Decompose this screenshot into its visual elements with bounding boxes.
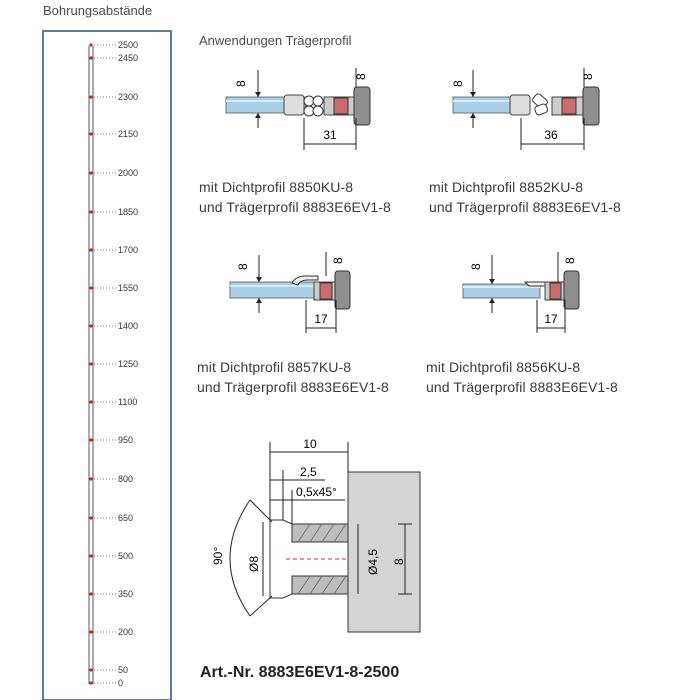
sidebar-tick-label: 2000: [118, 168, 138, 178]
sidebar-tick-marker: [89, 681, 93, 685]
caption-line: und Trägerprofil 8883E6EV1-8: [426, 379, 618, 395]
caption-line: und Trägerprofil 8883E6EV1-8: [199, 199, 391, 215]
dim-label-right-2: 8: [581, 73, 595, 80]
dim-label-width-3: 17: [314, 312, 328, 326]
dim-label-width-2: 36: [544, 128, 558, 142]
dim-label-height: 8: [392, 558, 406, 565]
sidebar-tick-label: 2300: [118, 92, 138, 102]
dim-label-hole: Ø4,5: [366, 549, 380, 575]
sidebar-tick-marker: [89, 438, 93, 442]
caption-line: mit Dichtprofil 8857KU-8: [197, 359, 352, 375]
sidebar-tick-label: 1250: [118, 359, 138, 369]
sidebar-tick-marker: [89, 56, 93, 60]
caption-line: mit Dichtprofil 8852KU-8: [429, 179, 584, 195]
sidebar-tick-label: 500: [118, 551, 133, 561]
caption-line: mit Dichtprofil 8850KU-8: [199, 179, 354, 195]
sidebar-tick-label: 950: [118, 435, 133, 445]
sidebar-tick-marker: [89, 554, 93, 558]
sidebar-tick-marker: [89, 630, 93, 634]
dim-label-thickness-2: 8: [451, 80, 465, 87]
dim-label-right-3: 8: [331, 257, 345, 264]
profile-drawing-2: [452, 68, 600, 150]
sidebar-tick-label: 1100: [118, 397, 137, 407]
detail-drawing: [229, 442, 421, 633]
sidebar-tick-group: 2500245023002150200018501700155014001250…: [89, 40, 138, 688]
sidebar-tick-label: 350: [118, 589, 133, 599]
dim-label-step: 2,5: [300, 465, 317, 479]
profile-caption-4: mit Dichtprofil 8856KU-8 und Trägerprofi…: [426, 357, 618, 397]
sidebar-tick-label: 1850: [118, 207, 138, 217]
sidebar-tick-label: 2150: [118, 129, 138, 139]
dim-label-width-1: 31: [323, 128, 337, 142]
sidebar-tick-marker: [89, 668, 93, 672]
caption-line: und Trägerprofil 8883E6EV1-8: [197, 379, 389, 395]
caption-line: und Trägerprofil 8883E6EV1-8: [429, 199, 621, 215]
sidebar-frame: [42, 30, 172, 700]
dim-label-right-4: 8: [563, 257, 577, 264]
article-number: Art.-Nr. 8883E6EV1-8-2500: [200, 664, 400, 681]
sidebar-tick-label: 50: [118, 665, 128, 675]
sidebar-tick-marker: [89, 400, 93, 404]
sidebar-tick-marker: [89, 362, 93, 366]
dim-label-total: 10: [303, 437, 317, 451]
sidebar-tick-label: 650: [118, 513, 133, 523]
profile-drawing-1: [225, 68, 371, 150]
sidebar-tick-marker: [89, 324, 93, 328]
sidebar-tick-marker: [89, 477, 93, 481]
dim-label-chamfer: 0,5x45°: [296, 485, 337, 499]
dim-label-bore: Ø8: [247, 556, 261, 572]
sidebar-tick-marker: [89, 286, 93, 290]
dim-label-thickness-1: 8: [234, 80, 248, 87]
sidebar-tick-label: 2450: [118, 53, 138, 63]
dim-label-angle: 90°: [211, 547, 225, 565]
sidebar-tick-label: 2500: [118, 40, 138, 50]
sidebar-tick-marker: [89, 592, 93, 596]
profile-caption-3: mit Dichtprofil 8857KU-8 und Trägerprofi…: [197, 357, 389, 397]
sidebar-tick-marker: [89, 171, 93, 175]
sidebar-title: Bohrungsabstände: [43, 3, 153, 18]
section-title: Anwendungen Trägerprofil: [199, 33, 352, 48]
sidebar-tick-marker: [89, 248, 93, 252]
profile-drawing-4: [462, 252, 580, 333]
profile-caption-1: mit Dichtprofil 8850KU-8 und Trägerprofi…: [199, 177, 391, 217]
dim-label-right-1: 8: [354, 73, 368, 80]
sidebar-tick-marker: [89, 210, 93, 214]
sidebar-tick-label: 0: [118, 678, 123, 688]
sidebar-tick-marker: [89, 43, 93, 47]
sidebar-tick-label: 200: [118, 627, 133, 637]
sidebar-tick-label: 800: [118, 474, 133, 484]
sidebar-tick-marker: [89, 95, 93, 99]
profile-caption-2: mit Dichtprofil 8852KU-8 und Trägerprofi…: [429, 177, 621, 217]
sidebar-tick-label: 1550: [118, 283, 138, 293]
sidebar-tick-marker: [89, 516, 93, 520]
dim-label-thickness-3: 8: [236, 263, 250, 270]
sidebar-tick-label: 1700: [118, 245, 138, 255]
profile-drawing-3: [229, 252, 351, 333]
sidebar-tick-marker: [89, 132, 93, 136]
dim-label-width-4: 17: [544, 312, 558, 326]
dim-label-thickness-4: 8: [469, 263, 483, 270]
caption-line: mit Dichtprofil 8856KU-8: [426, 359, 581, 375]
sidebar-tick-label: 1400: [118, 321, 138, 331]
